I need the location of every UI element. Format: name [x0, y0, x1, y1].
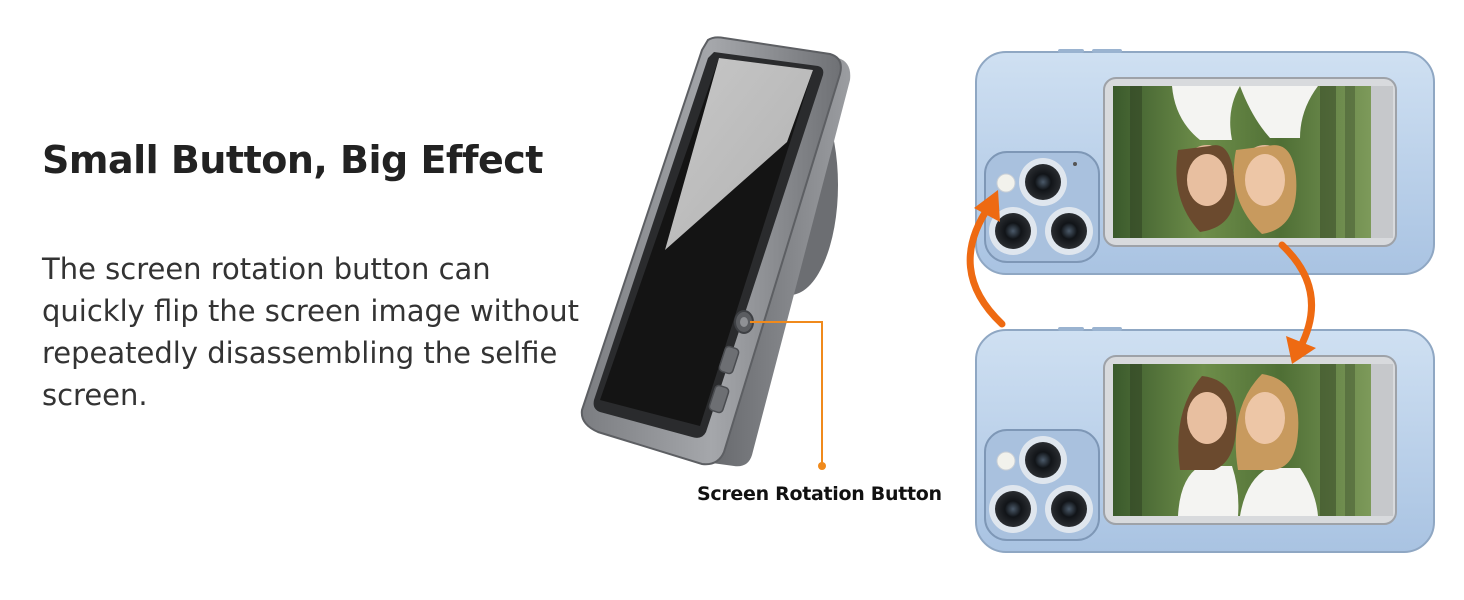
callout-line: [750, 321, 826, 470]
phone-back-top: [975, 49, 1435, 275]
camera-lens: [1045, 485, 1093, 533]
description-text: The screen rotation button can quickly f…: [42, 252, 579, 412]
phone-back-bottom: [975, 327, 1435, 553]
camera-lens: [1019, 436, 1067, 484]
camera-lens: [1019, 158, 1067, 206]
headline: Small Button, Big Effect: [42, 138, 543, 182]
camera-lens: [989, 485, 1037, 533]
rotation-arrow: [1278, 241, 1316, 364]
selfie-screen-device: [580, 36, 851, 467]
callout-label: Screen Rotation Button: [697, 483, 942, 505]
camera-lens: [1045, 207, 1093, 255]
camera-lens: [989, 207, 1037, 255]
rotation-arrow: [966, 190, 1006, 328]
